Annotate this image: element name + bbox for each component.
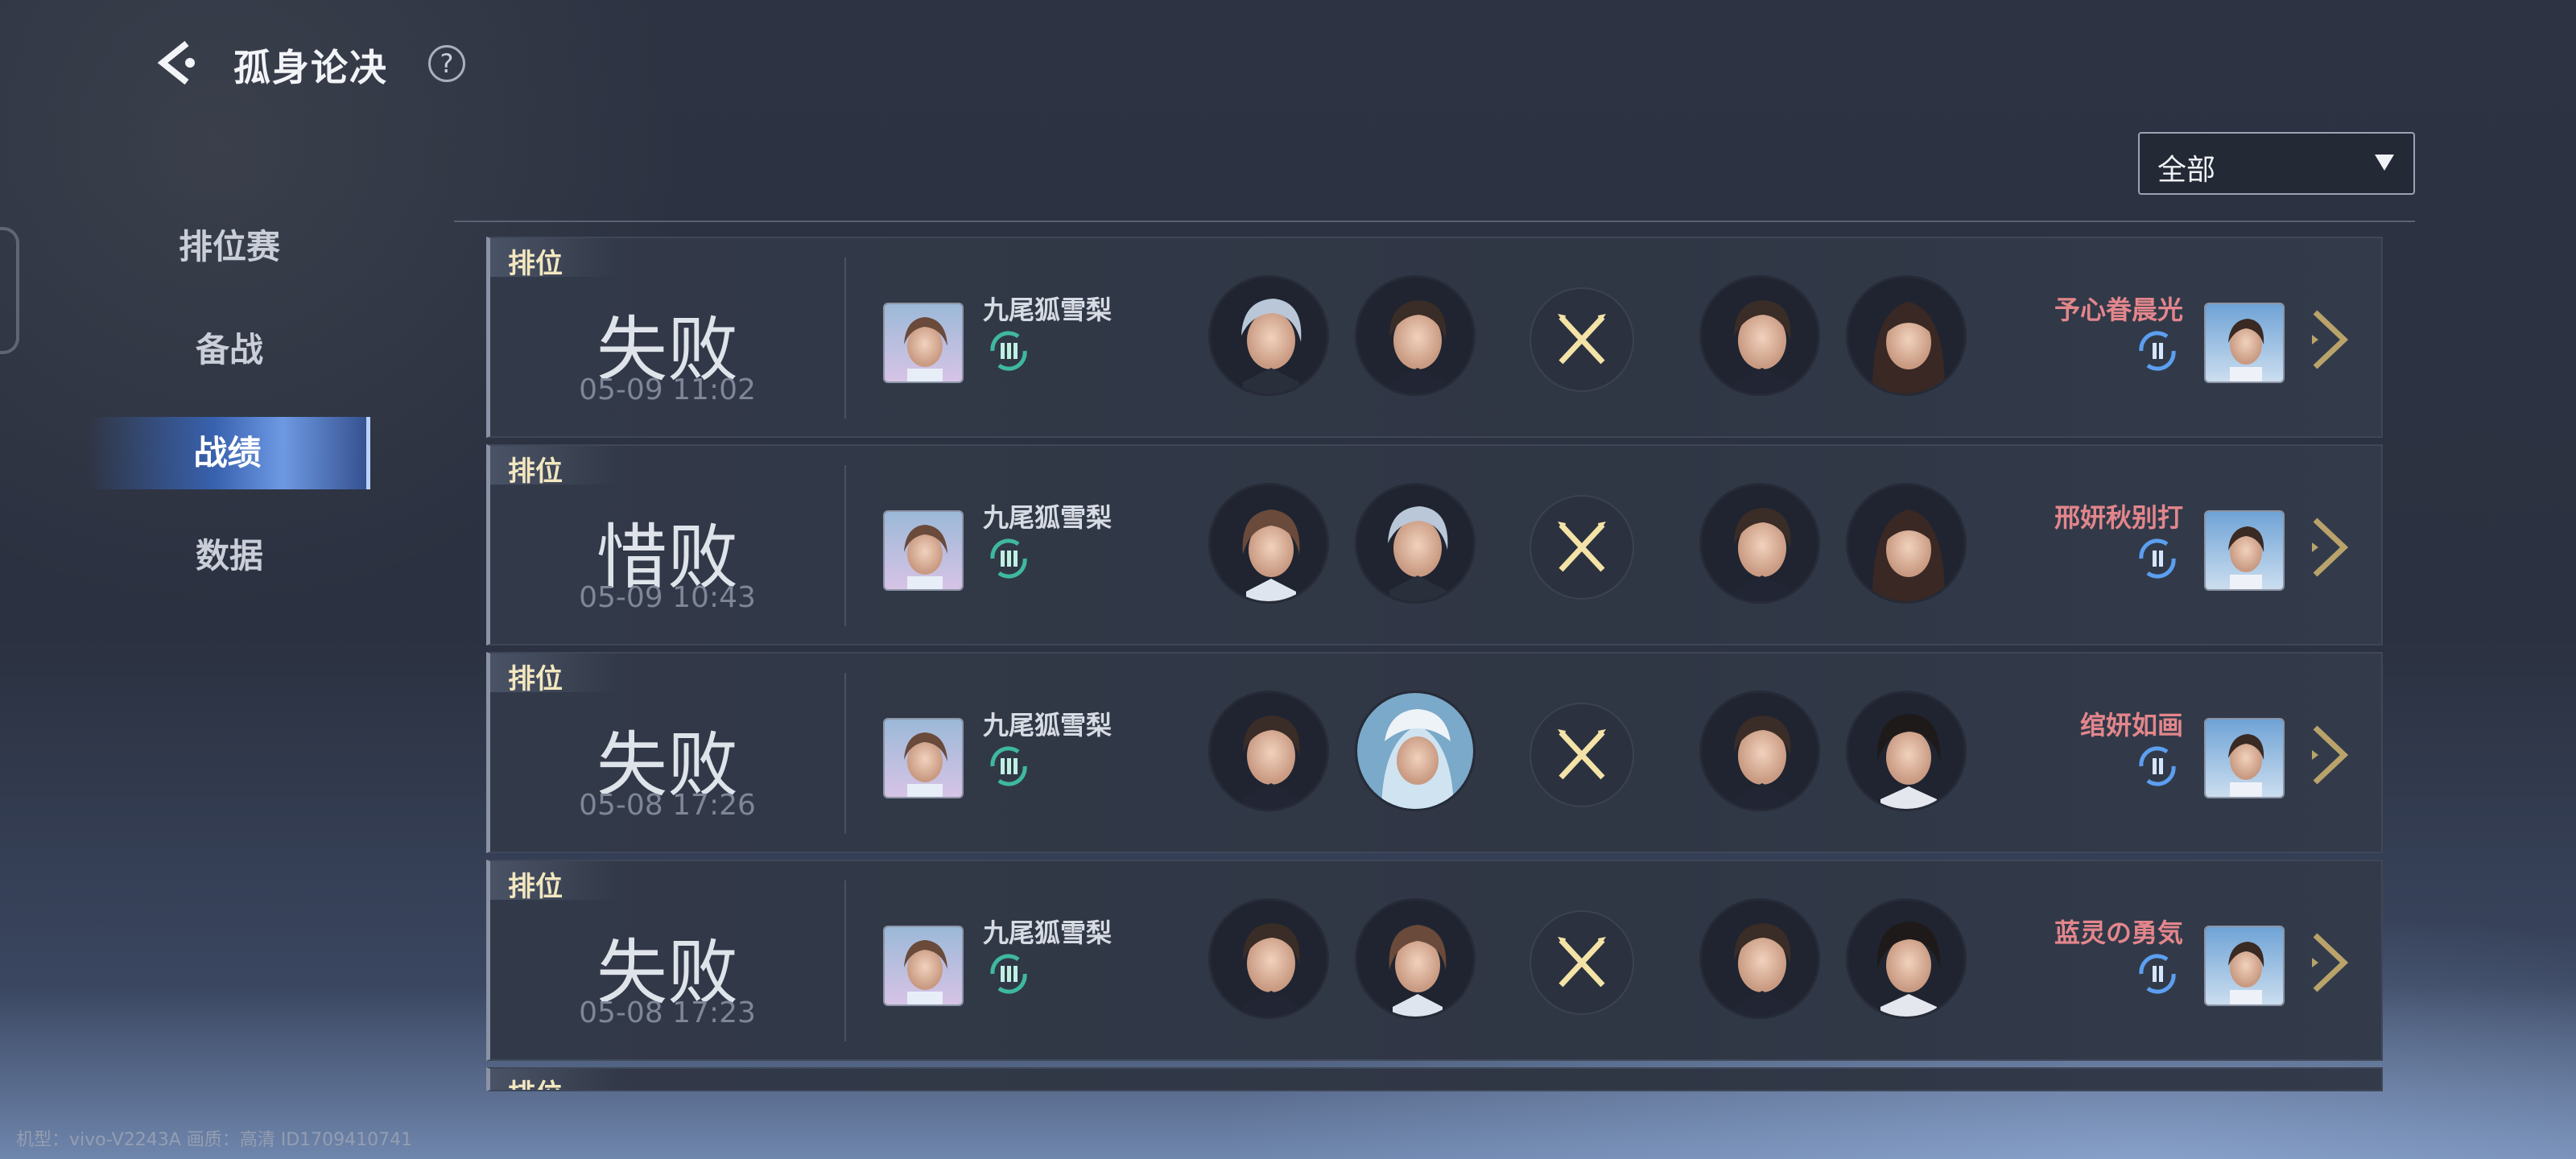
chevron-right-icon[interactable] (2304, 307, 2352, 372)
hero-avatar (1846, 483, 1967, 604)
row-divider (844, 673, 846, 834)
hero-avatar (1355, 483, 1476, 604)
hero-avatar (1355, 691, 1476, 811)
sidebar-item-records[interactable]: 战绩 (89, 417, 370, 489)
rank-badge-icon (990, 538, 1027, 579)
opponent-name: 予心眷晨光 (2054, 295, 2183, 325)
match-row[interactable]: 排位 失败 05-09 11:02 九尾狐雪梨 予心眷晨光 (486, 237, 2383, 438)
divider (454, 221, 2415, 222)
rank-badge-icon (990, 331, 1027, 371)
rank-badge-icon (2139, 954, 2176, 994)
filter-dropdown[interactable]: 全部 (2138, 132, 2415, 195)
match-tag: 排位 (490, 654, 619, 695)
match-tag: 排位 (490, 1069, 619, 1090)
row-divider (844, 881, 846, 1041)
device-info: 机型：vivo-V2243A 画质：高清 ID1709410741 (16, 1130, 413, 1150)
player-avatar[interactable] (883, 718, 964, 798)
player-avatar[interactable] (883, 926, 964, 1006)
filter-selected: 全部 (2157, 154, 2216, 187)
opponent-avatar[interactable] (2204, 718, 2285, 798)
match-date: 05-09 10:43 (579, 581, 756, 614)
dropdown-arrow-icon (2375, 155, 2394, 171)
hero-avatar (1846, 691, 1967, 811)
page-title: 孤身论决 (233, 46, 388, 89)
match-tag: 排位 (490, 446, 619, 488)
match-date: 05-08 17:23 (579, 996, 756, 1029)
match-result: 失败 (596, 308, 738, 391)
match-row[interactable]: 排位 (486, 1067, 2383, 1091)
sidebar-item-ranked[interactable]: 排位赛 (178, 227, 280, 266)
rank-badge-icon (2139, 746, 2176, 786)
match-row[interactable]: 排位 惜败 05-09 10:43 九尾狐雪梨 邢妍秋别打 (486, 444, 2383, 645)
opponent-name: 绾妍如画 (2079, 710, 2183, 740)
hero-avatar (1699, 898, 1820, 1019)
chevron-right-icon[interactable] (2304, 930, 2352, 995)
sidebar-bracket (0, 227, 19, 354)
row-divider (844, 465, 846, 626)
match-date: 05-09 11:02 (579, 373, 756, 406)
match-result: 失败 (596, 931, 738, 1014)
rank-badge-icon (2139, 331, 2176, 371)
opponent-avatar[interactable] (2204, 926, 2285, 1006)
hero-avatar (1355, 898, 1476, 1019)
sidebar-item-prepare[interactable]: 备战 (195, 330, 263, 369)
hero-avatar (1355, 275, 1476, 396)
sidebar-item-stats[interactable]: 数据 (195, 536, 263, 575)
match-result: 失败 (596, 724, 738, 806)
player-name: 九尾狐雪梨 (983, 710, 1113, 740)
hero-avatar (1699, 691, 1820, 811)
opponent-name: 蓝灵の勇気 (2054, 918, 2183, 948)
back-button[interactable] (151, 39, 200, 87)
opponent-avatar[interactable] (2204, 303, 2285, 383)
player-avatar[interactable] (883, 510, 964, 591)
match-tag: 排位 (490, 238, 619, 280)
crossed-swords-icon (1530, 495, 1634, 600)
crossed-swords-icon (1530, 910, 1634, 1015)
hero-avatar (1699, 275, 1820, 396)
match-tag: 排位 (490, 861, 619, 903)
match-row[interactable]: 排位 失败 05-08 17:23 九尾狐雪梨 蓝灵の勇気 (486, 860, 2383, 1061)
chevron-right-icon[interactable] (2304, 723, 2352, 787)
player-name: 九尾狐雪梨 (983, 502, 1113, 533)
player-name: 九尾狐雪梨 (983, 918, 1113, 948)
hero-avatar (1208, 691, 1329, 811)
chevron-right-icon[interactable] (2304, 515, 2352, 580)
opponent-name: 邢妍秋别打 (2054, 502, 2183, 533)
back-arrow-icon (157, 40, 195, 85)
crossed-swords-icon (1530, 703, 1634, 807)
match-result: 惜败 (596, 516, 738, 599)
hero-avatar (1846, 275, 1967, 396)
player-name: 九尾狐雪梨 (983, 295, 1113, 325)
rank-badge-icon (990, 954, 1027, 994)
rank-badge-icon (2139, 538, 2176, 579)
opponent-avatar[interactable] (2204, 510, 2285, 591)
hero-avatar (1208, 483, 1329, 604)
match-row[interactable]: 排位 失败 05-08 17:26 九尾狐雪梨 绾妍如画 (486, 652, 2383, 853)
rank-badge-icon (990, 746, 1027, 786)
match-date: 05-08 17:26 (579, 789, 756, 822)
hero-avatar (1699, 483, 1820, 604)
hero-avatar (1208, 898, 1329, 1019)
row-divider (844, 258, 846, 419)
crossed-swords-icon (1530, 287, 1634, 392)
hero-avatar (1846, 898, 1967, 1019)
hero-avatar (1208, 275, 1329, 396)
player-avatar[interactable] (883, 303, 964, 383)
help-icon[interactable]: ? (428, 45, 465, 82)
